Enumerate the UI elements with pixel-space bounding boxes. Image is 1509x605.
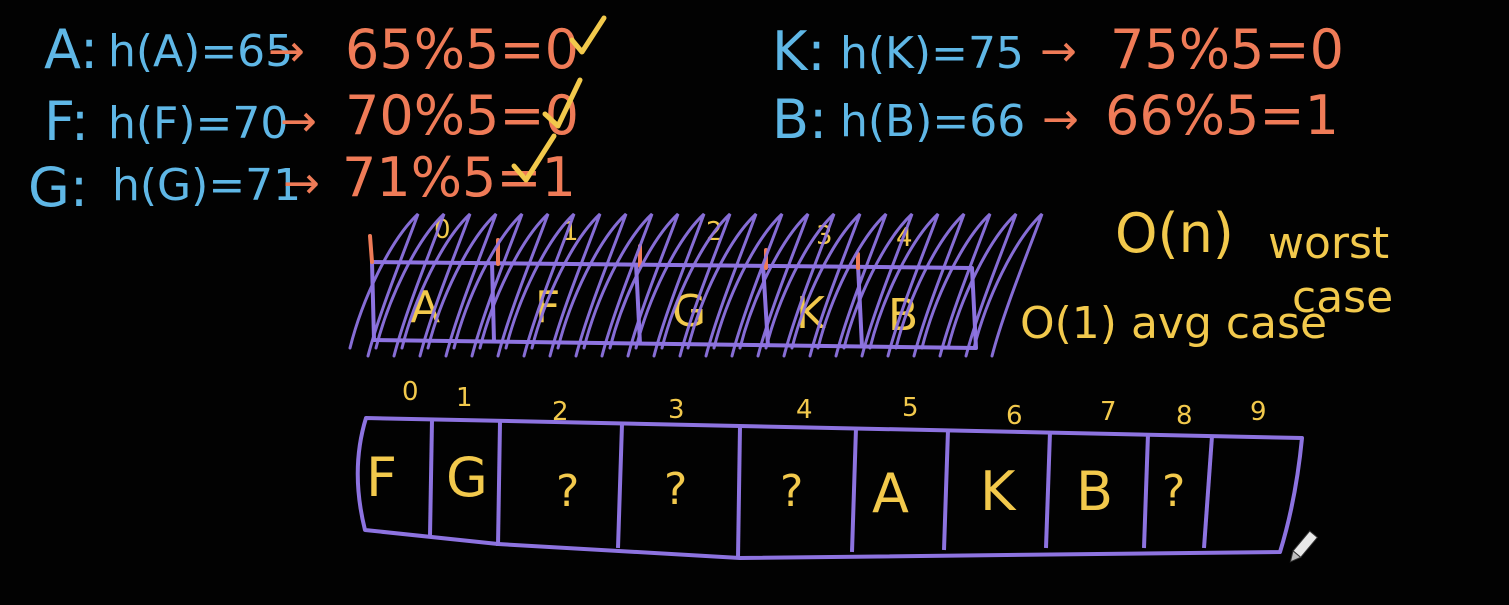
- new-table-cell: ?: [1162, 466, 1185, 517]
- new-table-cell: G: [446, 446, 488, 509]
- scribble-stroke: [374, 212, 446, 358]
- scribble-stroke: [842, 212, 914, 358]
- new-table-divider: [942, 429, 950, 551]
- new-table-index: 7: [1100, 397, 1117, 427]
- hash-value-a: h(A)=65: [108, 26, 293, 77]
- scribble-stroke: [608, 212, 680, 358]
- scribble-stroke: [920, 212, 992, 358]
- old-table-divider: [856, 264, 864, 348]
- hash-key-g: G:: [28, 156, 88, 219]
- scribble-stroke: [764, 212, 836, 358]
- mod-result-b: 66%5=1: [1105, 84, 1339, 147]
- arrow-k: →: [1040, 26, 1077, 77]
- new-table-index: 0: [402, 377, 419, 407]
- new-table-divider: [616, 423, 624, 549]
- new-table-cell: ?: [664, 464, 687, 515]
- hash-line-b: B: h(B)=66 → 66%5=1: [772, 84, 1339, 151]
- new-table-index: 6: [1006, 401, 1023, 431]
- scribble-stroke: [660, 212, 732, 358]
- scribble-stroke: [400, 212, 472, 358]
- old-table-index: 0: [434, 215, 451, 245]
- mod-result-g: 71%5=1: [342, 146, 576, 209]
- mod-result-a: 65%5=0: [345, 18, 579, 81]
- hash-line-f: F: h(F)=70 → 70%5=0: [44, 77, 583, 153]
- scribble-stroke: [946, 212, 1018, 358]
- scribble-stroke: [348, 212, 420, 358]
- hash-value-b: h(B)=66: [840, 96, 1025, 147]
- old-table-divider: [490, 261, 496, 343]
- scribble-stroke: [530, 212, 602, 358]
- mod-result-f: 70%5=0: [345, 84, 579, 147]
- hash-value-f: h(F)=70: [108, 98, 288, 149]
- scribble-stroke: [556, 212, 628, 358]
- complexity-notes: O(n) worst case O(1) avg case: [1020, 202, 1393, 349]
- new-table-divider: [1202, 435, 1214, 549]
- hash-value-g: h(G)=71: [112, 160, 301, 211]
- new-table-cell: K: [980, 460, 1017, 523]
- cross-out-scribble: [348, 212, 1044, 358]
- new-table-index: 3: [668, 395, 685, 425]
- scribble-stroke: [712, 212, 784, 358]
- scribble-stroke: [790, 212, 862, 358]
- old-table-index: 1: [562, 217, 579, 247]
- new-table-divider: [736, 425, 742, 559]
- checkmark-icon: [569, 15, 607, 55]
- scribble-stroke: [478, 212, 550, 358]
- scribble-stroke: [738, 212, 810, 358]
- new-table-index: 8: [1176, 401, 1193, 431]
- worst-case-label: case: [1292, 272, 1393, 323]
- hash-line-a: A: h(A)=65 → 65%5=0: [44, 15, 607, 81]
- average-case-label: O(1) avg case: [1020, 298, 1327, 349]
- arrow-f: →: [280, 96, 317, 147]
- arrow-b: →: [1042, 94, 1079, 145]
- scribble-stroke: [868, 212, 940, 358]
- checkmark-icon: [542, 77, 583, 129]
- checkmark-icon: [511, 133, 557, 183]
- scribble-stroke: [894, 212, 966, 358]
- new-table-divider: [496, 421, 502, 547]
- pen-icon: [1289, 530, 1319, 563]
- hash-key-k: K:: [772, 20, 826, 83]
- worst-case-big-o: O(n): [1115, 202, 1234, 265]
- new-table-divider: [428, 419, 434, 537]
- hash-value-k: h(K)=75: [840, 28, 1024, 79]
- scribble-stroke: [816, 212, 888, 358]
- old-table-marker: [368, 234, 374, 264]
- hash-key-f: F:: [44, 90, 89, 153]
- hash-key-a: A:: [44, 18, 98, 81]
- new-table-index: 1: [456, 383, 473, 413]
- new-table-index: 2: [552, 397, 569, 427]
- hash-line-g: G: h(G)=71 → 71%5=1: [28, 133, 576, 219]
- scribble-stroke: [686, 212, 758, 358]
- hash-line-k: K: h(K)=75 → 75%5=0: [772, 18, 1344, 83]
- new-table-divider: [1142, 433, 1150, 549]
- scribble-stroke: [972, 212, 1044, 358]
- scribble-stroke: [504, 212, 576, 358]
- hash-key-b: B:: [772, 88, 827, 151]
- old-table-divider: [761, 263, 770, 347]
- new-table-index: 9: [1250, 397, 1267, 427]
- new-table-cell: B: [1076, 460, 1113, 523]
- new-table-cell: ?: [780, 466, 803, 517]
- scribble-stroke: [634, 212, 706, 358]
- scribble-stroke: [582, 212, 654, 358]
- worst-case-word: worst: [1268, 218, 1389, 269]
- new-table-divider: [1044, 431, 1052, 549]
- mod-result-k: 75%5=0: [1110, 18, 1344, 81]
- new-table-cell: ?: [556, 466, 579, 517]
- arrow-a: →: [268, 26, 305, 77]
- new-table-index: 5: [902, 393, 919, 423]
- new-table-index: 4: [796, 395, 813, 425]
- new-table-cell: A: [872, 462, 909, 525]
- scribble-stroke: [452, 212, 524, 358]
- arrow-g: →: [283, 158, 320, 209]
- new-table-cell: F: [366, 446, 397, 509]
- scribble-stroke: [426, 212, 498, 358]
- new-table-divider: [850, 427, 858, 553]
